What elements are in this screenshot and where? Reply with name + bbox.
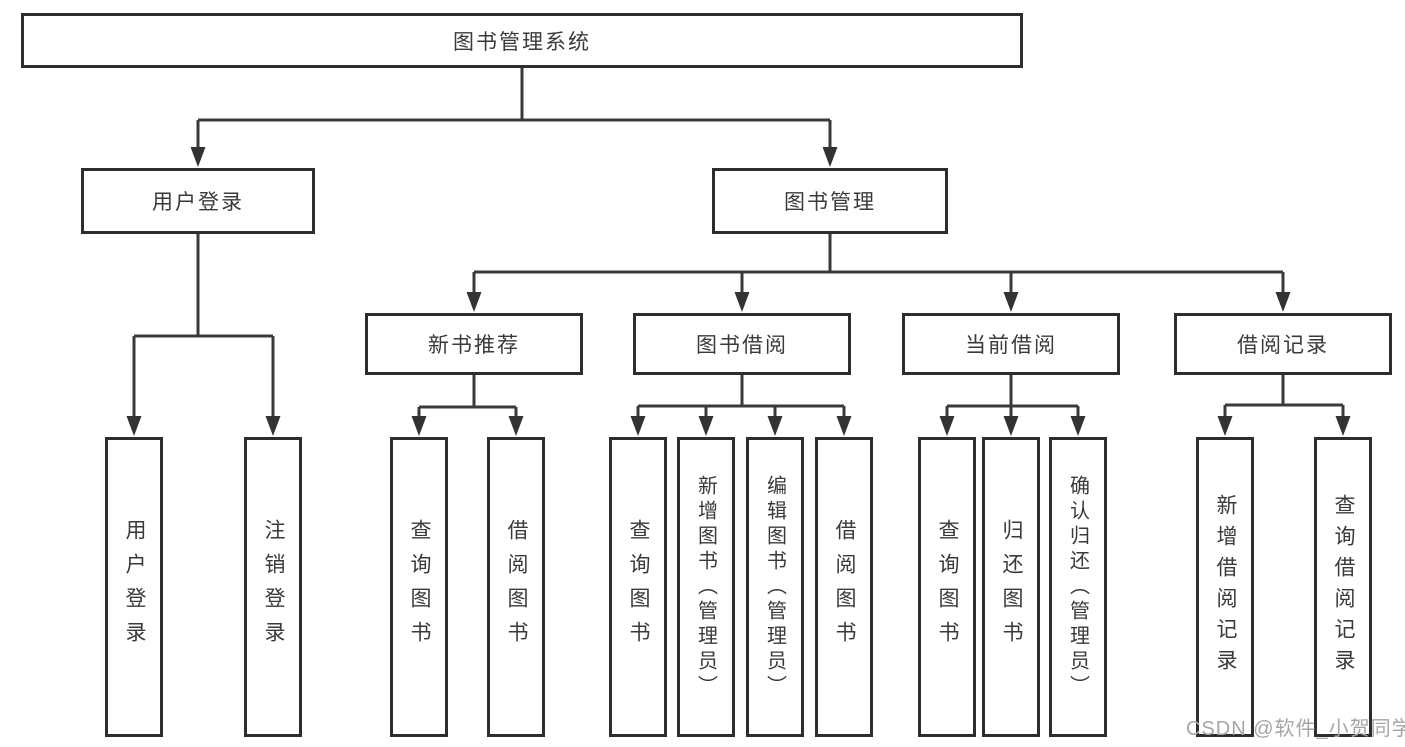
leaf-label: 借阅图书 (833, 519, 856, 655)
connector-bookborrow-to-leaves (636, 375, 846, 420)
node-book-borrow: 图书借阅 (633, 313, 851, 375)
node-current-borrow: 当前借阅 (902, 313, 1120, 375)
leaf-borrow-book-recommend: 借阅图书 (487, 437, 545, 737)
leaf-label: 注销登录 (262, 519, 285, 655)
leaf-query-book-current: 查询图书 (918, 437, 976, 737)
leaf-add-book-admin: 新增图书（管理员） (677, 437, 735, 737)
leaf-label: 查询图书 (936, 519, 959, 655)
arrowhead (767, 416, 783, 436)
node-borrow-records: 借阅记录 (1174, 313, 1392, 375)
leaf-query-book-recommend: 查询图书 (390, 437, 448, 737)
node-root-library-system: 图书管理系统 (21, 13, 1023, 68)
arrowhead (822, 147, 838, 167)
arrowhead (836, 416, 852, 436)
leaf-label: 新增借阅记录 (1214, 494, 1237, 680)
arrowhead (630, 416, 646, 436)
arrowhead (1070, 416, 1086, 436)
leaf-label: 编辑图书（管理员） (763, 474, 786, 700)
leaf-label: 查询借阅记录 (1332, 494, 1355, 680)
csdn-watermark: CSDN @软件_小贺同学 (1186, 718, 1405, 740)
leaf-label: 借阅图书 (505, 519, 528, 655)
leaf-borrow-book: 借阅图书 (815, 437, 873, 737)
leaf-user-login: 用户登录 (105, 437, 163, 737)
arrowhead (1003, 416, 1019, 436)
leaf-label: 归还图书 (1000, 519, 1023, 655)
leaf-label: 查询图书 (627, 519, 650, 655)
connector-records-to-leaves (1223, 375, 1345, 420)
arrowhead (1275, 292, 1291, 312)
arrowhead (508, 416, 524, 436)
leaf-label: 查询图书 (408, 519, 431, 655)
leaf-label: 新增图书（管理员） (694, 474, 717, 700)
arrowhead (190, 147, 206, 167)
leaf-query-book-borrow: 查询图书 (609, 437, 667, 737)
leaf-add-borrow-record: 新增借阅记录 (1196, 437, 1254, 737)
connector-root-to-level2 (196, 68, 832, 150)
arrowhead (939, 416, 955, 436)
connector-currentborrow-to-leaves (945, 375, 1080, 420)
leaf-logout: 注销登录 (244, 437, 302, 737)
arrowhead (1335, 416, 1351, 436)
node-book-management: 图书管理 (712, 168, 948, 234)
leaf-label: 用户登录 (123, 519, 146, 655)
connector-userlogin-to-leaves (132, 232, 275, 420)
node-new-book-recommend: 新书推荐 (365, 313, 583, 375)
leaf-return-book: 归还图书 (982, 437, 1040, 737)
arrowhead (734, 292, 750, 312)
arrowhead (411, 416, 427, 436)
node-user-login: 用户登录 (81, 168, 315, 234)
arrowhead (466, 292, 482, 312)
leaf-confirm-return-admin: 确认归还（管理员） (1049, 437, 1107, 737)
arrowhead (698, 416, 714, 436)
arrowhead (1217, 416, 1233, 436)
arrowhead (1003, 292, 1019, 312)
arrowhead (265, 416, 281, 436)
leaf-label: 确认归还（管理员） (1066, 474, 1089, 700)
arrowhead (126, 416, 142, 436)
connector-bookmgmt-to-level3 (472, 234, 1285, 296)
connector-newbook-to-leaves (417, 375, 518, 420)
leaf-query-borrow-record: 查询借阅记录 (1314, 437, 1372, 737)
leaf-edit-book-admin: 编辑图书（管理员） (746, 437, 804, 737)
